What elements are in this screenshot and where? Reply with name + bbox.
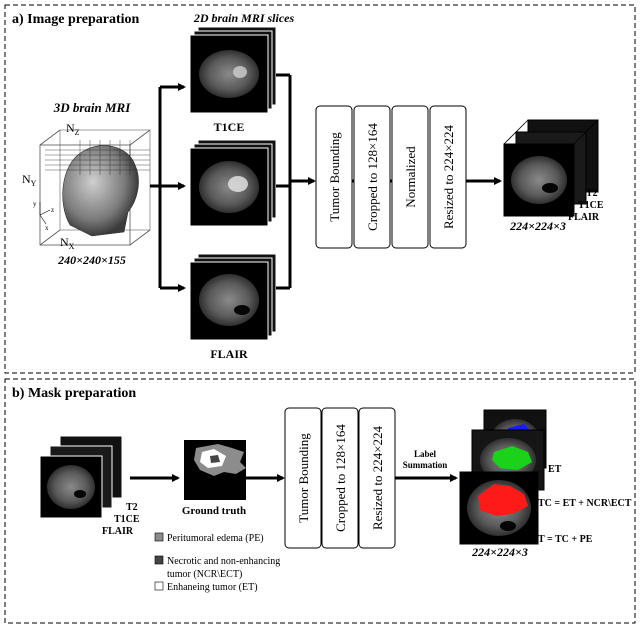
output-stack-a: T2 T1CE FLAIR 224×224×3 bbox=[503, 119, 604, 233]
legend-ncr-line1: Necrotic and non-enhancing bbox=[167, 556, 280, 567]
panel-b-title: b) Mask preparation bbox=[12, 386, 136, 401]
output-b-dims: 224×224×3 bbox=[471, 545, 528, 559]
output-a-label-t2: T2 bbox=[586, 188, 598, 199]
axis-ny-label: NY bbox=[22, 172, 37, 188]
input-stack-b: T2 T1CE FLAIR bbox=[39, 435, 140, 537]
step-b-cropped bbox=[321, 407, 359, 549]
panel-b-border bbox=[4, 378, 636, 624]
panel-a-title: a) Image preparation bbox=[12, 12, 139, 27]
input-b-label-t2: T2 bbox=[126, 502, 138, 513]
step-a-cropped-label: Cropped to 128×164 bbox=[365, 123, 380, 231]
step-b-cropped-label: Cropped to 128×164 bbox=[333, 424, 348, 532]
input-b-label-flair: FLAIR bbox=[102, 526, 134, 537]
step-b-tumor-bounding bbox=[284, 407, 322, 549]
step-a-resized bbox=[429, 105, 467, 249]
output-b-label-wt: WT = TC + PE bbox=[528, 534, 593, 545]
slice-stack-flair: FLAIR bbox=[189, 253, 277, 361]
axis-nx-label: NX bbox=[60, 235, 75, 251]
slice-grid bbox=[45, 140, 150, 175]
pipeline-b: Tumor Bounding Cropped to 128×164 Resize… bbox=[284, 407, 458, 549]
step-a-normalized-label: Normalized bbox=[403, 146, 418, 208]
legend-pe: Peritumoral edema (PE) bbox=[167, 533, 264, 544]
output-a-dims: 224×224×3 bbox=[509, 219, 566, 233]
mask-legend: Peritumoral edema (PE) Necrotic and non-… bbox=[154, 532, 280, 593]
step-b-resized-label: Resized to 224×224 bbox=[370, 425, 385, 530]
merge-arrows-a bbox=[276, 73, 316, 290]
ground-truth-mask: Ground truth bbox=[182, 440, 246, 517]
legend-swatch-et bbox=[154, 581, 164, 591]
output-b-label-et: ET bbox=[548, 464, 562, 475]
output-a-label-t1ce: T1CE bbox=[578, 200, 604, 211]
slices-title: 2D brain MRI slices bbox=[193, 11, 295, 25]
step-b-tumor-bounding-label: Tumor Bounding bbox=[296, 433, 311, 523]
panel-a-border bbox=[4, 4, 636, 374]
ground-truth-label: Ground truth bbox=[182, 505, 246, 517]
slice-label-flair: FLAIR bbox=[210, 347, 248, 361]
legend-ncr-line2: tumor (NCR\ECT) bbox=[167, 569, 242, 580]
step-a-tumor-bounding bbox=[315, 105, 353, 249]
legend-swatch-pe bbox=[154, 532, 164, 542]
input-b-label-t1ce: T1CE bbox=[114, 514, 140, 525]
mask-wt-red bbox=[478, 484, 528, 516]
slice-stack-t1ce: T1CE bbox=[189, 26, 277, 134]
axis-x-label: x bbox=[45, 224, 49, 232]
step-a-normalized bbox=[391, 105, 429, 249]
head-render bbox=[62, 145, 139, 237]
mri-3d-title: 3D brain MRI bbox=[53, 100, 132, 115]
pipeline-a: Tumor Bounding Cropped to 128×164 Normal… bbox=[315, 105, 502, 249]
label-summation-line1: Label bbox=[414, 449, 437, 459]
output-b-label-tc: TC = ET + NCR\ECT bbox=[538, 498, 632, 509]
mri-3d-dims: 240×240×155 bbox=[57, 253, 126, 267]
axis-y-label: y bbox=[33, 200, 37, 208]
legend-et: Enhaneing tumor (ET) bbox=[167, 582, 258, 593]
label-summation-line2: Summation bbox=[403, 460, 448, 470]
output-stack-b: ET TC = ET + NCR\ECT WT = TC + PE 224×22… bbox=[459, 409, 632, 559]
axis-nz-label: NZ bbox=[66, 121, 80, 137]
legend-swatch-ncr bbox=[154, 555, 164, 565]
slice-label-t1ce: T1CE bbox=[214, 120, 245, 134]
mri-branch-arrows bbox=[150, 83, 186, 292]
axis-z-label: z bbox=[51, 206, 54, 214]
mask-tc-green bbox=[492, 446, 532, 470]
slice-stack-t2: T2 bbox=[189, 139, 277, 265]
step-a-resized-label: Resized to 224×224 bbox=[441, 124, 456, 229]
output-a-label-flair: FLAIR bbox=[568, 212, 600, 223]
step-a-tumor-bounding-label: Tumor Bounding bbox=[327, 132, 342, 222]
mri-3d-volume: 3D brain MRI NZ NY NX bbox=[22, 100, 151, 267]
step-a-cropped bbox=[353, 105, 391, 249]
